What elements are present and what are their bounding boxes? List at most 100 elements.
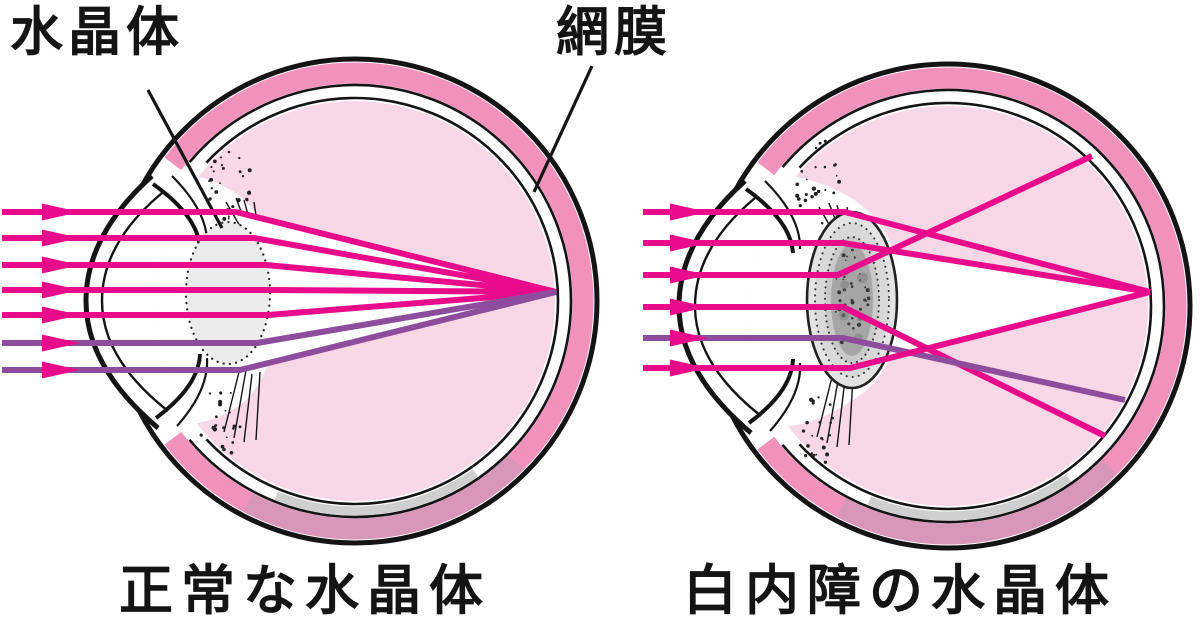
zonule-fiber <box>255 371 261 441</box>
ray-arrowhead <box>670 203 708 221</box>
caption-cataract-lens: 白内障の水晶体 <box>683 559 1117 622</box>
light-ray <box>643 289 1151 371</box>
speckle-dot <box>212 170 215 173</box>
speckle-dot <box>224 409 227 412</box>
speckle-dot <box>834 310 837 313</box>
ray-arrowhead <box>670 234 708 252</box>
ray-arrowhead <box>42 334 80 352</box>
speckle-dot <box>816 189 821 194</box>
ray-arrowhead <box>42 361 80 379</box>
speckle-dot <box>839 340 844 345</box>
speckle-dot <box>222 447 226 452</box>
band-shading <box>243 454 524 540</box>
speckle-dot <box>241 175 245 178</box>
speckle-dot <box>838 180 841 183</box>
ray-arrowhead <box>670 329 708 347</box>
speckle-dot <box>210 187 213 190</box>
choroid-inner-line <box>188 83 573 519</box>
speckle-dot <box>865 300 868 302</box>
ray-arrowhead <box>670 359 708 377</box>
speckle-dot <box>199 433 203 437</box>
speckle-dot <box>846 255 849 258</box>
speckle-dot <box>795 193 800 198</box>
ray-arrowhead <box>670 266 708 284</box>
speckle-dot <box>208 197 212 201</box>
iris-lower <box>154 353 202 420</box>
ray-arrowhead <box>42 203 80 221</box>
speckle-dot <box>866 303 870 307</box>
retina-line <box>205 96 560 506</box>
speckle-dot <box>209 177 214 182</box>
light-ray <box>2 287 557 295</box>
choroid-inner-line <box>781 88 1166 524</box>
speckle-dot <box>823 139 827 143</box>
speckle-dot <box>850 285 854 288</box>
speckle-dot <box>797 197 801 201</box>
speckle-dot <box>851 326 855 330</box>
speckle-dot <box>810 194 814 199</box>
speckle-dot <box>857 272 868 284</box>
speckle-dot <box>211 425 216 430</box>
speckle-dot <box>246 199 249 202</box>
light-rays <box>2 153 1151 439</box>
speckle-dot <box>865 288 870 293</box>
iris-upper <box>744 187 795 254</box>
retina-band-shading <box>274 469 479 516</box>
speckle-dot <box>220 163 224 167</box>
speckle-dot <box>227 215 230 218</box>
speckle-dot <box>841 253 846 258</box>
speckle-dot <box>838 299 842 303</box>
zonule-fiber <box>233 369 247 439</box>
speckle-dot <box>238 170 242 174</box>
speckle-dot <box>814 166 817 169</box>
caption-normal-lens: 正常な水晶体 <box>119 559 491 622</box>
ray-arrowhead <box>42 229 80 247</box>
speckle-dot <box>838 310 850 321</box>
light-ray <box>643 240 1151 295</box>
speckle-dot <box>835 277 838 280</box>
label-pointers <box>146 65 594 229</box>
speckle-dot <box>818 141 822 145</box>
speckle-dot <box>220 444 225 449</box>
speckle-dot <box>850 298 854 302</box>
lens-label: 水晶体 <box>10 2 184 63</box>
speckle-dot <box>214 424 217 428</box>
ray-arrowhead <box>42 306 80 324</box>
speckle-dot <box>219 391 223 395</box>
speckle-dot <box>811 186 817 191</box>
speckle-dot <box>798 204 802 208</box>
speckle-dot <box>232 427 235 430</box>
defocused-light-wedge <box>846 244 1150 367</box>
speckle-dot <box>842 278 845 281</box>
speckle-dot <box>227 217 230 220</box>
speckle-dot <box>227 150 231 154</box>
speckle-dot <box>815 453 818 456</box>
zonule-fiber <box>826 374 840 444</box>
speckle-dot <box>864 286 867 289</box>
speckle-dot <box>221 166 225 170</box>
speckle-dot <box>806 444 810 448</box>
speckle-dot <box>821 445 826 450</box>
light-ray <box>643 335 1126 403</box>
speckle-dot <box>208 392 212 395</box>
speckle-dot <box>810 452 814 455</box>
speckle-dot <box>832 191 836 195</box>
speckle-dot <box>837 290 842 295</box>
light-ray <box>2 235 557 295</box>
speckle-dot <box>850 316 854 320</box>
speckle-dot <box>835 174 838 177</box>
zonule-fiber <box>243 373 253 443</box>
speckle-dot <box>847 322 851 326</box>
zonule-fiber <box>816 372 834 438</box>
light-ray <box>2 289 557 346</box>
speckle-dot <box>817 396 820 399</box>
zonule-fiber <box>836 378 846 448</box>
speckle-dot <box>805 178 808 181</box>
light-ray <box>643 209 1151 295</box>
speckle-dot <box>814 146 818 150</box>
speckle-dot <box>824 188 827 192</box>
light-ray <box>643 304 1107 439</box>
speckle-dot <box>850 248 854 252</box>
lens-pointer-line <box>146 89 224 229</box>
